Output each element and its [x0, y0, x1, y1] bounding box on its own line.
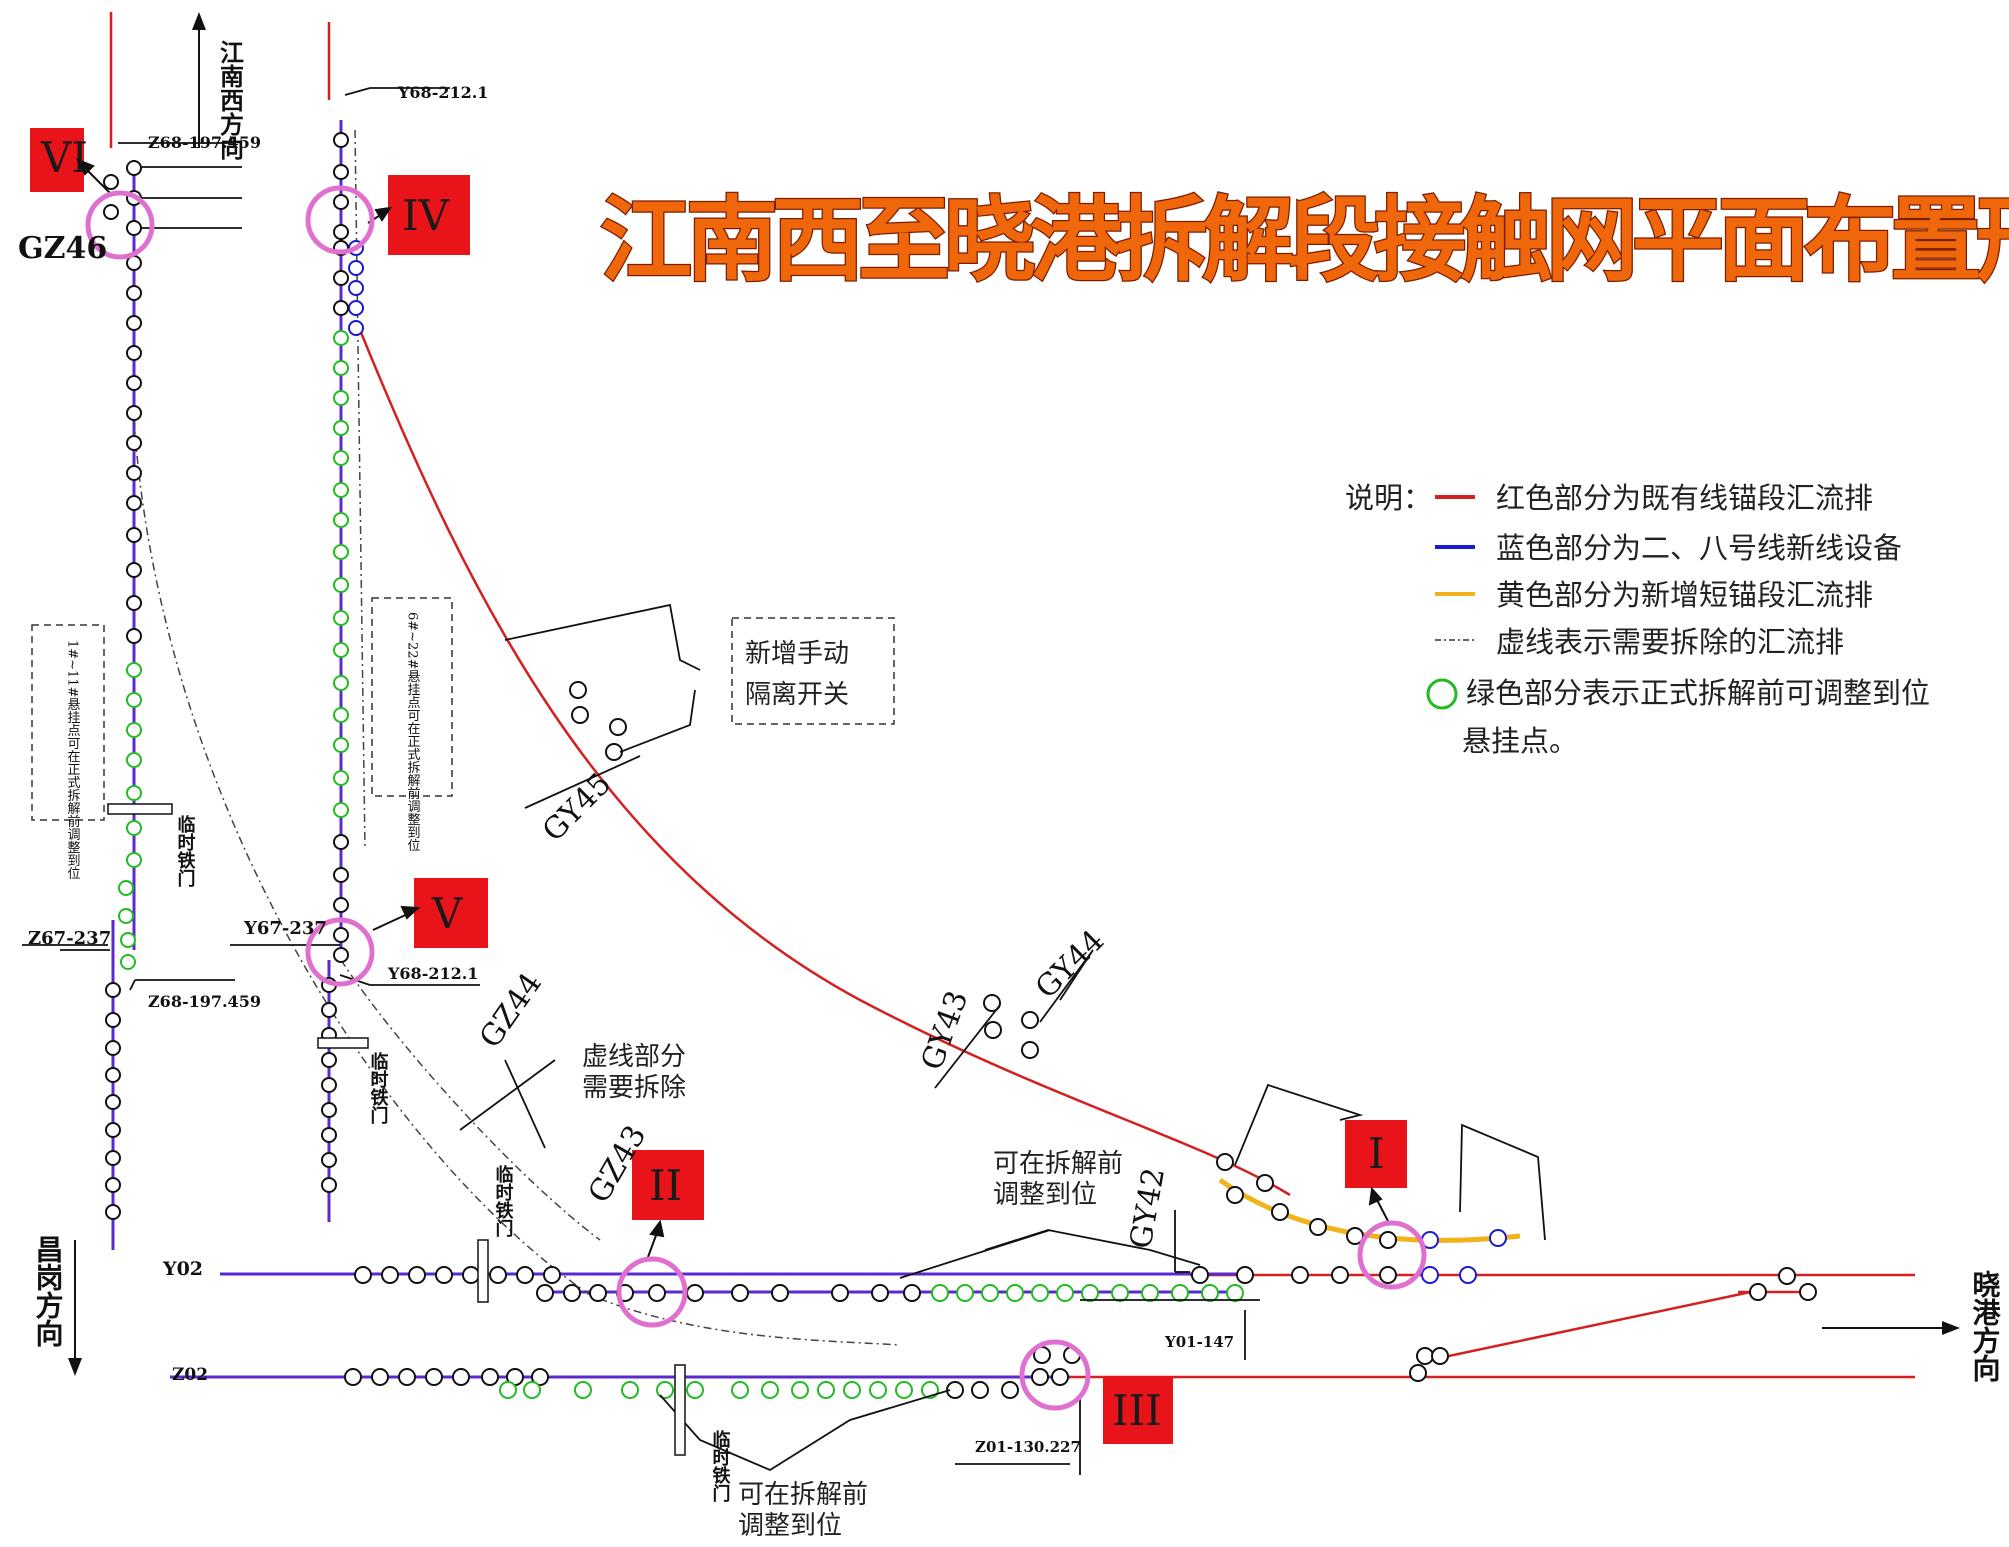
marker-III: III	[1103, 1376, 1173, 1444]
gy42-label: GY42	[1123, 1165, 1172, 1251]
temp-gate-bars	[107, 803, 686, 1456]
gy43-label: GY43	[915, 986, 976, 1074]
legend-item-yellow: 黄色部分为新增短锚段汇流排	[1496, 578, 1873, 612]
y01-label: Y01-147	[1164, 1333, 1234, 1351]
marker-I: I	[1345, 1120, 1407, 1188]
legend-prefix: 说明：	[1345, 481, 1432, 515]
dashed-remove-line2: 需要拆除	[582, 1073, 686, 1103]
svg-text:V: V	[431, 889, 463, 938]
marker-II: II	[632, 1150, 704, 1220]
marker-V: V	[414, 878, 488, 948]
temp-gate-label-2: 临时铁门	[368, 1051, 389, 1125]
gz46-label: GZ46	[18, 231, 107, 266]
annotation-lines	[22, 87, 1546, 1475]
z02-row-nodes	[344, 1346, 1081, 1399]
gy45-label: GY45	[536, 766, 618, 848]
temp-gate-label-3: 临时铁门	[493, 1164, 514, 1238]
legend-item-green: 绿色部分表示正式拆解前可调整到位	[1466, 676, 1930, 710]
middle-note-text: 6#~22#悬挂点可在正式拆解前调整到位	[405, 612, 421, 852]
north-direction: 江南西方向	[192, 12, 245, 161]
svg-text:II: II	[649, 1161, 682, 1210]
y67-label: Y67-237	[243, 918, 327, 939]
new-switch-line1: 新增手动	[745, 639, 849, 669]
temp-gate-label-4: 临时铁门	[710, 1429, 731, 1503]
y68-top-label: Y68-212.1	[397, 83, 488, 102]
west-direction: 昌岗方向	[32, 1235, 82, 1376]
legend: 说明： 红色部分为既有线锚段汇流排 蓝色部分为二、八号线新线设备 黄色部分为新增…	[1345, 481, 1930, 758]
z01-label: Z01-130.227	[975, 1438, 1081, 1456]
y68-bottom-label: Y68-212.1	[387, 964, 478, 983]
curve-nodes	[569, 681, 1817, 1382]
east-direction-label: 晓港方向	[1969, 1270, 2002, 1382]
marker-IV: IV	[388, 175, 470, 255]
svg-text:VI: VI	[40, 133, 88, 182]
new-switch-box	[731, 617, 895, 725]
diagram-title: 江南西至晓港拆解段接触网平面布置形象图	[600, 187, 2009, 294]
removal-lines	[133, 129, 901, 1346]
z02-label: Z02	[172, 1365, 208, 1385]
svg-text:I: I	[1368, 1129, 1385, 1178]
middle-note-box	[371, 597, 453, 797]
marker-VI: VI	[30, 128, 88, 192]
adjust-top-line1: 可在拆解前	[993, 1149, 1123, 1179]
z68-top-label: Z68-197.459	[148, 133, 261, 152]
gy44-label: GY44	[1029, 923, 1111, 1005]
dashed-remove-line1: 虚线部分	[582, 1042, 686, 1072]
left-note-box	[31, 624, 105, 821]
adjust-bottom-line2: 调整到位	[738, 1511, 842, 1541]
marker-arrows	[75, 158, 1391, 1258]
legend-item-dashed: 虚线表示需要拆除的汇流排	[1496, 625, 1844, 659]
z67-label: Z67-237	[28, 928, 111, 949]
middle-track-nodes	[321, 132, 364, 1193]
new-switch-line2: 隔离开关	[745, 680, 849, 710]
west-direction-label: 昌岗方向	[32, 1235, 65, 1347]
temp-gate-label-1: 临时铁门	[175, 814, 196, 888]
legend-item-blue: 蓝色部分为二、八号线新线设备	[1496, 531, 1902, 565]
svg-text:IV: IV	[402, 191, 450, 240]
y02-row-nodes	[354, 1266, 1477, 1302]
gz44-label: GZ44	[473, 967, 549, 1055]
highlight-circles	[85, 185, 1427, 1411]
svg-text:III: III	[1112, 1386, 1162, 1435]
legend-swatch-green	[1426, 678, 1458, 710]
legend-continuation: 悬挂点。	[1462, 724, 1578, 758]
z68-bottom-label: Z68-197.459	[148, 992, 261, 1011]
y02-label: Y02	[162, 1258, 203, 1280]
legend-item-red: 红色部分为既有线锚段汇流排	[1496, 481, 1873, 515]
left-track-nodes	[103, 160, 142, 1220]
north-direction-label: 江南西方向	[216, 40, 245, 161]
adjust-bottom-line1: 可在拆解前	[738, 1480, 868, 1510]
left-note-text: 1#~11#悬挂点可在正式拆解前调整到位	[65, 640, 81, 880]
adjust-top-line2: 调整到位	[993, 1180, 1097, 1210]
east-direction: 晓港方向	[1822, 1270, 2002, 1382]
